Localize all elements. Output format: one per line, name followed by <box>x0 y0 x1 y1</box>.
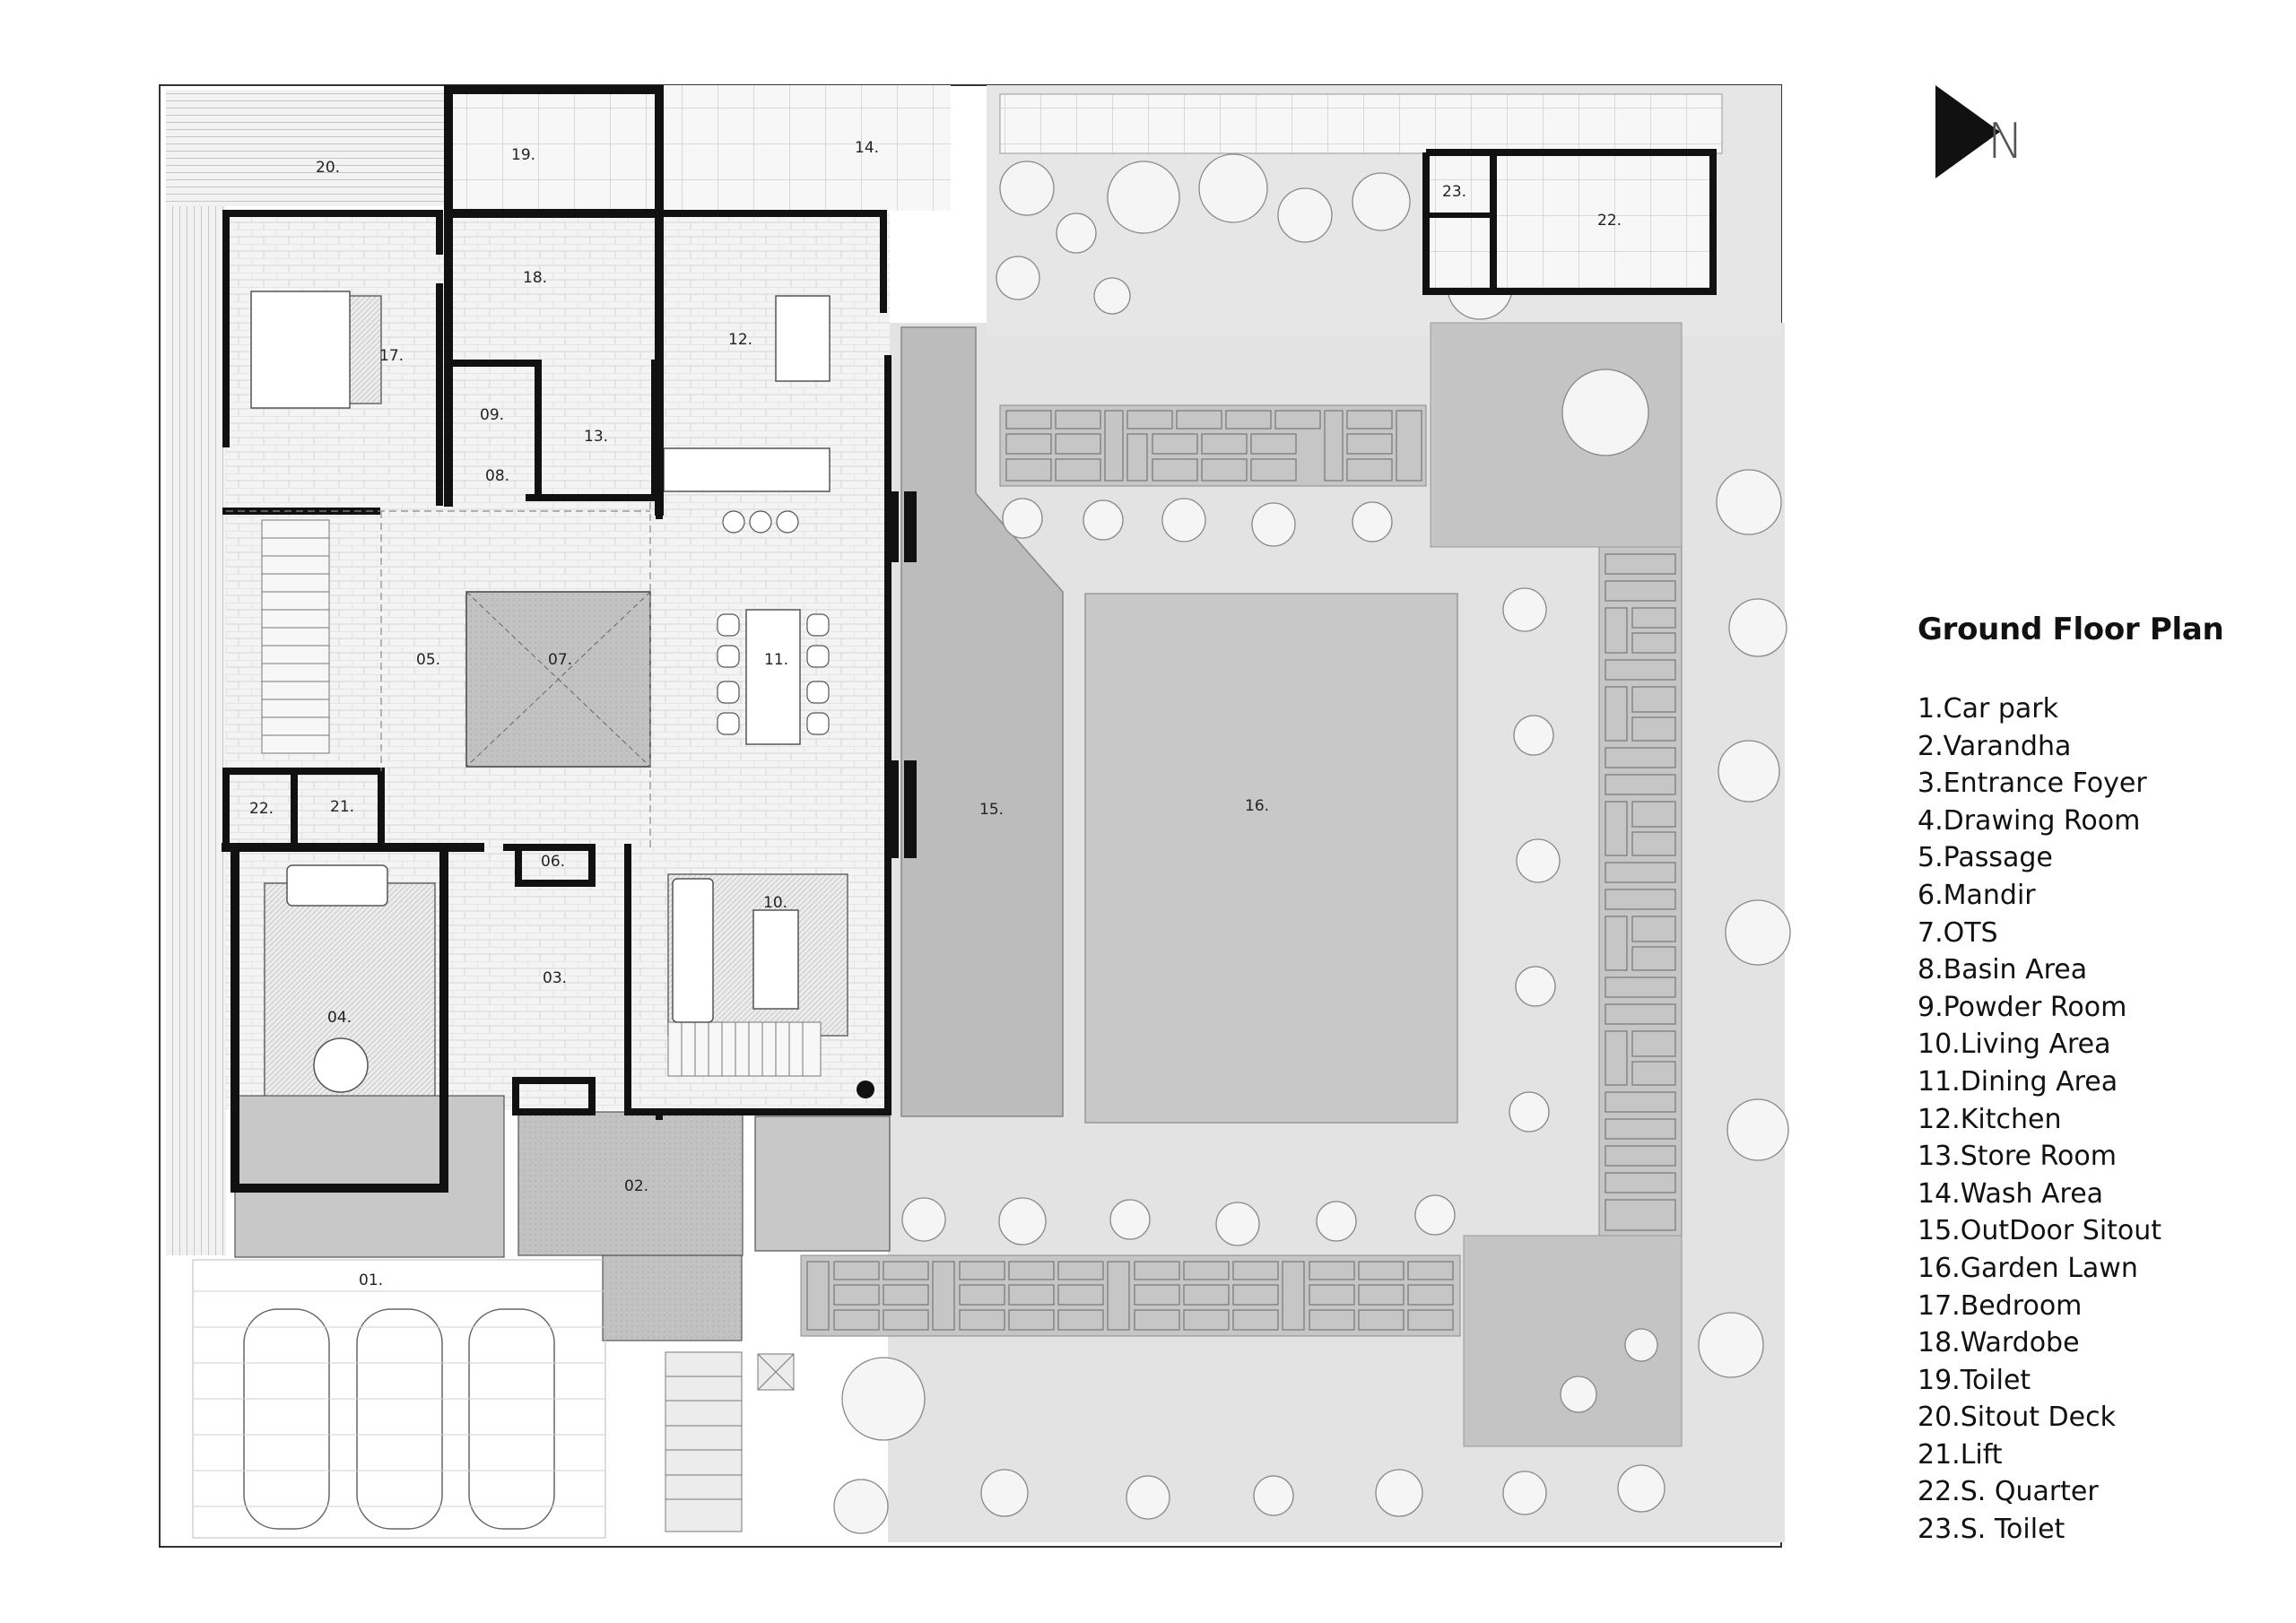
room-label-10: 10. <box>763 894 787 912</box>
room-label-13: 13. <box>584 428 608 446</box>
room-label-19: 19. <box>511 146 535 164</box>
outdoor-sitout <box>900 326 1064 1117</box>
paving-bottom <box>800 1254 1461 1337</box>
legend-item: 14.Wash Area <box>1918 1177 2104 1210</box>
room-label-21: 21. <box>330 798 354 816</box>
room-label-07: 07. <box>548 651 572 669</box>
legend-item: 4.Drawing Room <box>1918 804 2141 837</box>
room-label-02: 02. <box>624 1177 648 1195</box>
plan-title: Ground Floor Plan <box>1918 612 2224 647</box>
room-labels: 01. 02. 03. 04. 05. 06. 07. 08. 09. 10. … <box>249 139 1622 1289</box>
legend-item: 8.Basin Area <box>1918 954 2088 986</box>
room-label-06: 06. <box>541 853 565 871</box>
north-arrow-icon <box>1935 85 2000 178</box>
garden-area <box>800 85 1791 1542</box>
legend-item: 3.Entrance Foyer <box>1918 768 2147 800</box>
legend-item: 1.Car park <box>1918 693 2058 725</box>
paving-top <box>999 404 1427 487</box>
room-label-23: 23. <box>1442 183 1466 201</box>
legend-item: 17.Bedroom <box>1918 1289 2083 1322</box>
room-label-15: 15. <box>979 801 1004 819</box>
legend-item: 2.Varandha <box>1918 730 2072 762</box>
legend-item: 23.S. Toilet <box>1918 1514 2066 1546</box>
legend: Ground Floor Plan 1.Car park 2.Varandha … <box>1918 612 2258 1549</box>
legend-item: 15.OutDoor Sitout <box>1918 1215 2162 1247</box>
legend-item: 10.Living Area <box>1918 1028 2111 1061</box>
room-label-17: 17. <box>379 347 404 365</box>
room-label-20: 20. <box>316 159 340 177</box>
legend-item: 12.Kitchen <box>1918 1103 2062 1135</box>
paving-right <box>1598 546 1683 1238</box>
legend-item: 18.Wardobe <box>1918 1327 2080 1359</box>
room-label-22-servant: 22. <box>1597 212 1622 230</box>
room-label-05: 05. <box>416 651 440 669</box>
legend-item: 9.Powder Room <box>1918 991 2127 1023</box>
legend-item: 22.S. Quarter <box>1918 1476 2099 1508</box>
room-label-11: 11. <box>764 651 788 669</box>
walls <box>222 85 917 1193</box>
legend-item: 21.Lift <box>1918 1438 2003 1471</box>
room-label-08: 08. <box>485 467 509 485</box>
room-label-16: 16. <box>1245 797 1269 815</box>
room-label-03: 03. <box>543 969 567 987</box>
north-label: N <box>1987 113 2024 169</box>
legend-item: 6.Mandir <box>1918 879 2036 911</box>
legend-item: 13.Store Room <box>1918 1141 2117 1173</box>
room-label-22-quarter: 22. <box>249 800 274 818</box>
garden-lawn <box>1084 593 1458 1124</box>
legend-item: 20.Sitout Deck <box>1918 1402 2116 1434</box>
legend-item: 16.Garden Lawn <box>1918 1252 2138 1284</box>
legend-item: 5.Passage <box>1918 842 2053 874</box>
room-label-09: 09. <box>480 406 504 424</box>
house-floors <box>166 85 951 1539</box>
legend-item: 19.Toilet <box>1918 1364 2031 1396</box>
servant-block <box>1422 149 1717 295</box>
legend-list: 1.Car park 2.Varandha 3.Entrance Foyer 4… <box>1918 690 2258 1549</box>
sitout-deck <box>166 90 444 206</box>
varandha <box>517 1111 744 1256</box>
room-label-18: 18. <box>523 269 547 287</box>
legend-item: 11.Dining Area <box>1918 1065 2118 1098</box>
room-label-01: 01. <box>359 1271 383 1289</box>
room-label-14: 14. <box>855 139 879 157</box>
room-label-12: 12. <box>728 331 752 349</box>
room-label-04: 04. <box>327 1009 352 1027</box>
legend-item: 7.OTS <box>1918 916 1998 949</box>
